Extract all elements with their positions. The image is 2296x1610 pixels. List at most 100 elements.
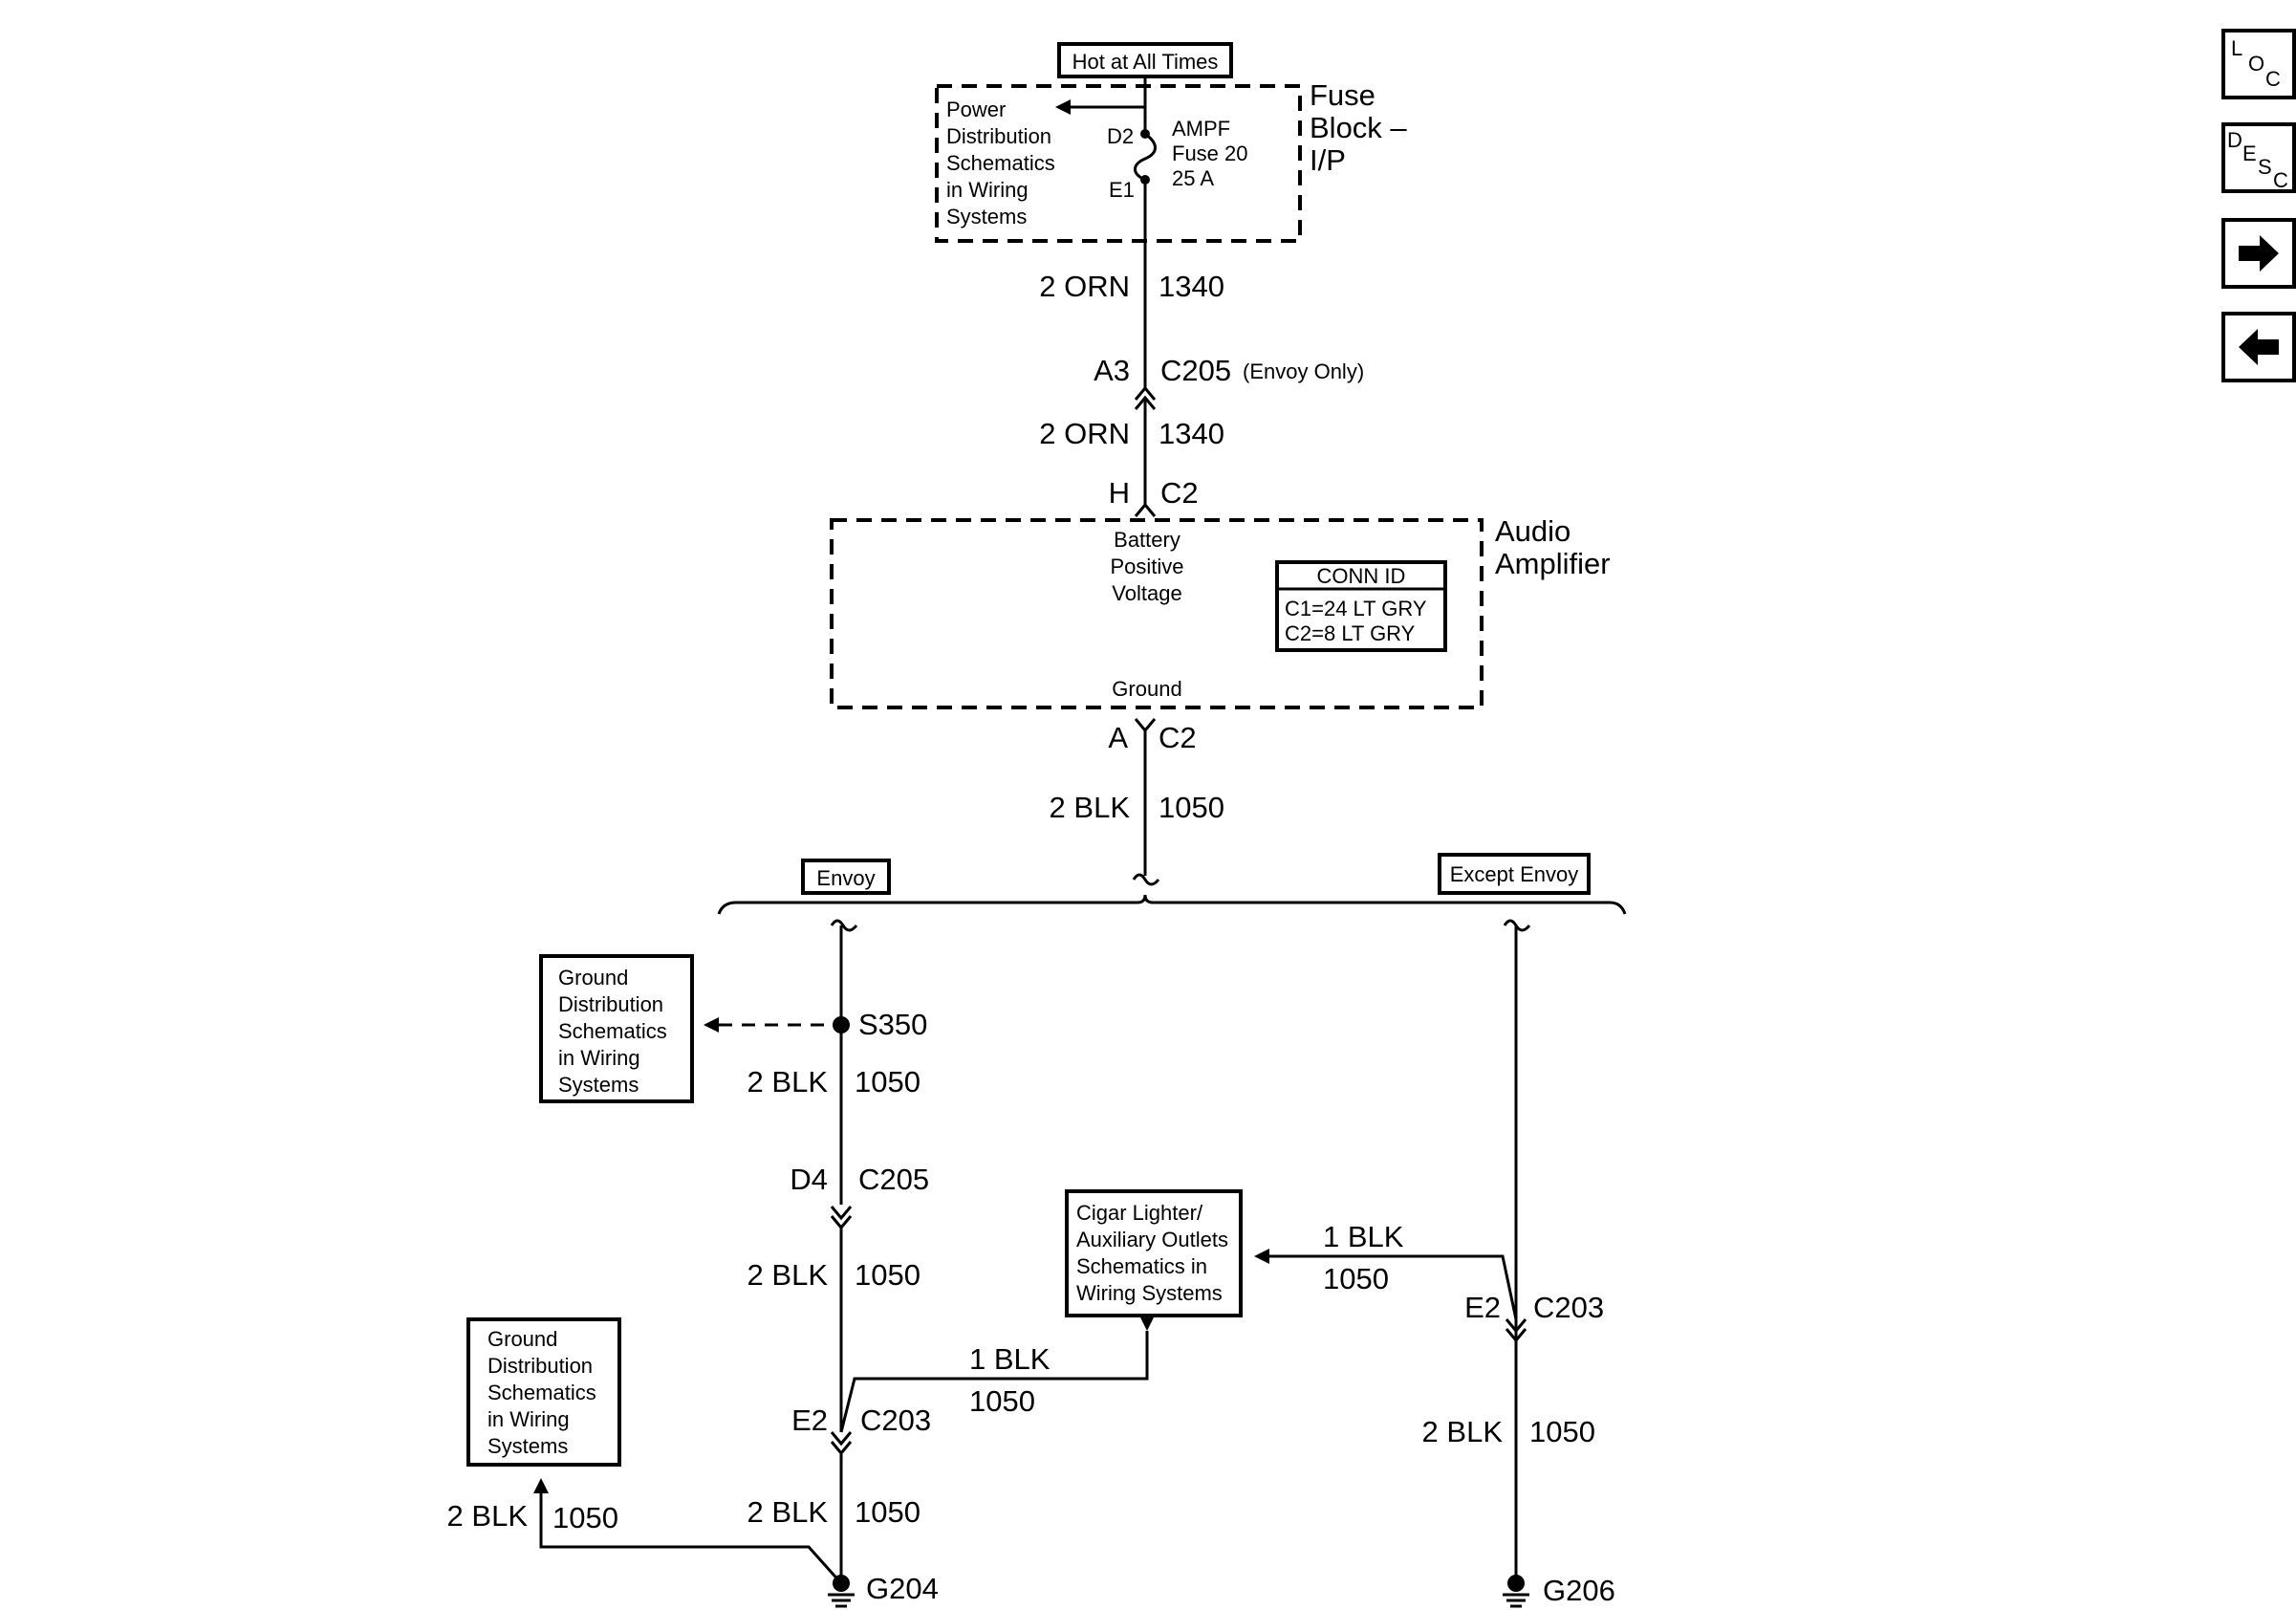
envoy-w2-gauge: 2 BLK	[747, 1258, 829, 1292]
pin-e1-label: E1	[1109, 178, 1135, 202]
cigar-except-wire-circuit: 1050	[1323, 1262, 1389, 1295]
splice-ref-arrow	[704, 1017, 719, 1033]
envoy-w1-circuit: 1050	[855, 1065, 921, 1099]
amp-input-connector: C2	[1160, 476, 1199, 510]
envoy-w1-gauge: 2 BLK	[747, 1065, 829, 1099]
ground-ref-2-circuit: 1050	[552, 1501, 618, 1534]
loc-l: L	[2231, 36, 2242, 60]
c205-pin-label: A3	[1094, 354, 1130, 387]
next-button[interactable]	[2221, 218, 2296, 289]
arrow-left-icon	[2239, 329, 2279, 365]
desc-d: D	[2227, 128, 2242, 152]
c203-envoy-connector-symbol	[830, 1431, 853, 1456]
amp-output-connector: C2	[1159, 721, 1197, 754]
cigar-lighter-ref-box[interactable]	[1065, 1189, 1243, 1317]
amp-input-connector-symbol	[1134, 502, 1157, 517]
fuse-block-outline	[935, 84, 1302, 243]
cigar-to-c203-except-wire	[1269, 1254, 1518, 1320]
wire-1-circuit: 1340	[1159, 270, 1224, 303]
option-bracket	[717, 894, 1627, 915]
fuse-symbol	[1134, 132, 1157, 182]
c203-envoy-name: C203	[860, 1403, 931, 1437]
upper-wiring: 2 ORN 1340 A3 C205 (Envoy Only) 2 ORN 13…	[1039, 180, 1364, 517]
ground-distribution-ref-box[interactable]	[539, 954, 694, 1103]
envoy-option-label: Envoy	[816, 866, 875, 890]
trunk-break-symbol	[1132, 873, 1160, 886]
s350-splice-dot	[833, 1016, 850, 1033]
c203-envoy-pin: E2	[791, 1403, 828, 1437]
hot-at-all-times-label: Hot at All Times	[1072, 50, 1219, 74]
ground-trunk: 2 BLK 1050 Envoy Except Envoy	[717, 730, 1627, 915]
pin-d2-label: D2	[1107, 124, 1134, 148]
g206-ground-symbol	[1503, 1593, 1529, 1608]
cigar-envoy-wire-circuit: 1050	[969, 1384, 1035, 1418]
ground-ref-2-gauge: 2 BLK	[447, 1499, 529, 1533]
cigar-ref-down-arrow	[1139, 1316, 1155, 1331]
s350-label: S350	[858, 1008, 927, 1041]
wire-2-circuit: 1340	[1159, 417, 1224, 450]
envoy-w2-circuit: 1050	[855, 1258, 921, 1292]
cigar-ref-left-arrow	[1254, 1249, 1269, 1264]
except-wire-circuit: 1050	[1529, 1415, 1595, 1448]
envoy-w3-gauge: 2 BLK	[747, 1495, 829, 1529]
amp-output-pin: A	[1108, 721, 1128, 754]
amplifier-outline	[830, 518, 1484, 709]
conn-id-title: CONN ID	[1317, 564, 1406, 588]
c205-name: C205	[1160, 354, 1231, 387]
except-envoy-option-label: Except Envoy	[1450, 862, 1579, 886]
c205-note: (Envoy Only)	[1243, 359, 1364, 383]
pdist-arrow-head	[1055, 99, 1071, 115]
envoy-option-box	[801, 859, 891, 895]
conn-id-c1: C1=24 LT GRY	[1285, 597, 1427, 620]
c203-except-name: C203	[1533, 1291, 1604, 1324]
trunk-circuit: 1050	[1159, 791, 1224, 824]
amp-input-pin: H	[1109, 476, 1130, 510]
desc-button[interactable]: D E S C	[2221, 122, 2296, 193]
desc-c: C	[2273, 168, 2288, 192]
ground-ref-2-up-arrow	[533, 1478, 549, 1493]
g204-label: G204	[866, 1572, 939, 1605]
desc-s: S	[2258, 155, 2272, 179]
loc-c: C	[2265, 67, 2281, 91]
nav-buttons: L O C D E S C	[2221, 29, 2296, 382]
cigar-to-c203-wire	[839, 1331, 1149, 1433]
loc-o: O	[2248, 52, 2264, 76]
g206-ground-dot	[1507, 1575, 1525, 1592]
except-envoy-option-box	[1438, 853, 1591, 895]
envoy-w3-circuit: 1050	[855, 1495, 921, 1529]
wire-1-gauge: 2 ORN	[1039, 270, 1130, 303]
arrow-right-icon	[2239, 235, 2279, 272]
previous-button[interactable]	[2221, 312, 2296, 382]
loc-button[interactable]: L O C	[2221, 29, 2296, 99]
g204-ground-symbol	[828, 1593, 855, 1608]
g206-label: G206	[1543, 1574, 1615, 1607]
amp-output-connector-symbol	[1134, 718, 1157, 733]
wire-2-gauge: 2 ORN	[1039, 417, 1130, 450]
except-envoy-branch: 1 BLK 1050 E2 C203 2 BLK 1050 G206	[1254, 919, 1615, 1608]
g204-ground-dot	[833, 1575, 850, 1592]
cigar-except-wire-gauge: 1 BLK	[1323, 1220, 1404, 1253]
c203-except-connector-symbol	[1505, 1318, 1527, 1343]
c205-d4-connector-symbol	[830, 1206, 853, 1230]
ground-distribution-ref-box-2[interactable]	[466, 1317, 621, 1467]
ground-ref-2-wire	[539, 1493, 843, 1585]
desc-e: E	[2242, 141, 2257, 165]
envoy-branch-break	[830, 919, 858, 932]
c205-d4-name: C205	[858, 1163, 929, 1196]
conn-id-box	[1275, 560, 1447, 652]
c203-except-pin: E2	[1464, 1291, 1501, 1324]
ground-label: Ground	[1112, 677, 1181, 701]
conn-id-c2: C2=8 LT GRY	[1285, 621, 1416, 645]
